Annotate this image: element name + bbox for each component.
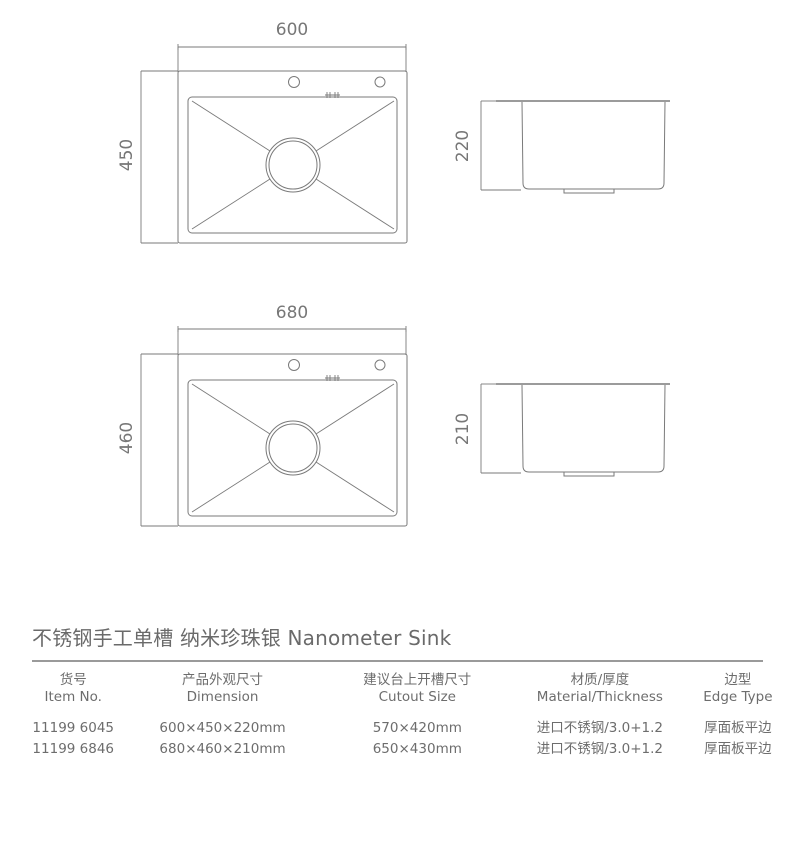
cell-edge: 厚面板平边 — [704, 741, 772, 757]
cell-item-no: 11199 6846 — [32, 741, 115, 757]
cell-edge: 厚面板平边 — [704, 720, 772, 736]
cell-material: 进口不锈钢/3.0+1.2 — [536, 720, 664, 736]
cell-material: 进口不锈钢/3.0+1.2 — [536, 741, 664, 757]
drawing-1-top-view — [140, 44, 408, 244]
table-row: 11199 6846 680×460×210mm 650×430mm 进口不锈钢… — [22, 739, 790, 760]
dim-height-2: 210 — [453, 413, 473, 445]
drawing-2-top-view — [140, 326, 408, 527]
cell-dimension: 680×460×210mm — [159, 741, 286, 757]
cell-item-no: 11199 6045 — [32, 720, 115, 736]
cell-cutout: 570×420mm — [372, 720, 462, 736]
title-divider — [32, 660, 763, 662]
dim-height-1: 220 — [453, 130, 473, 162]
dim-width-2: 680 — [276, 303, 308, 323]
product-title: 不锈钢手工单槽 纳米珍珠银 Nanometer Sink — [32, 626, 452, 650]
dim-depth-1: 450 — [117, 139, 137, 171]
table-row: 11199 6045 600×450×220mm 570×420mm 进口不锈钢… — [22, 718, 790, 739]
cell-dimension: 600×450×220mm — [159, 720, 286, 736]
drawing-2-side-view — [480, 383, 671, 477]
drawing-1-side-view — [480, 100, 671, 194]
technical-drawings: 600 450 220 680 460 210 — [117, 20, 671, 527]
cell-cutout: 650×430mm — [372, 741, 462, 757]
dim-width-1: 600 — [276, 20, 308, 40]
dim-depth-2: 460 — [117, 422, 137, 454]
